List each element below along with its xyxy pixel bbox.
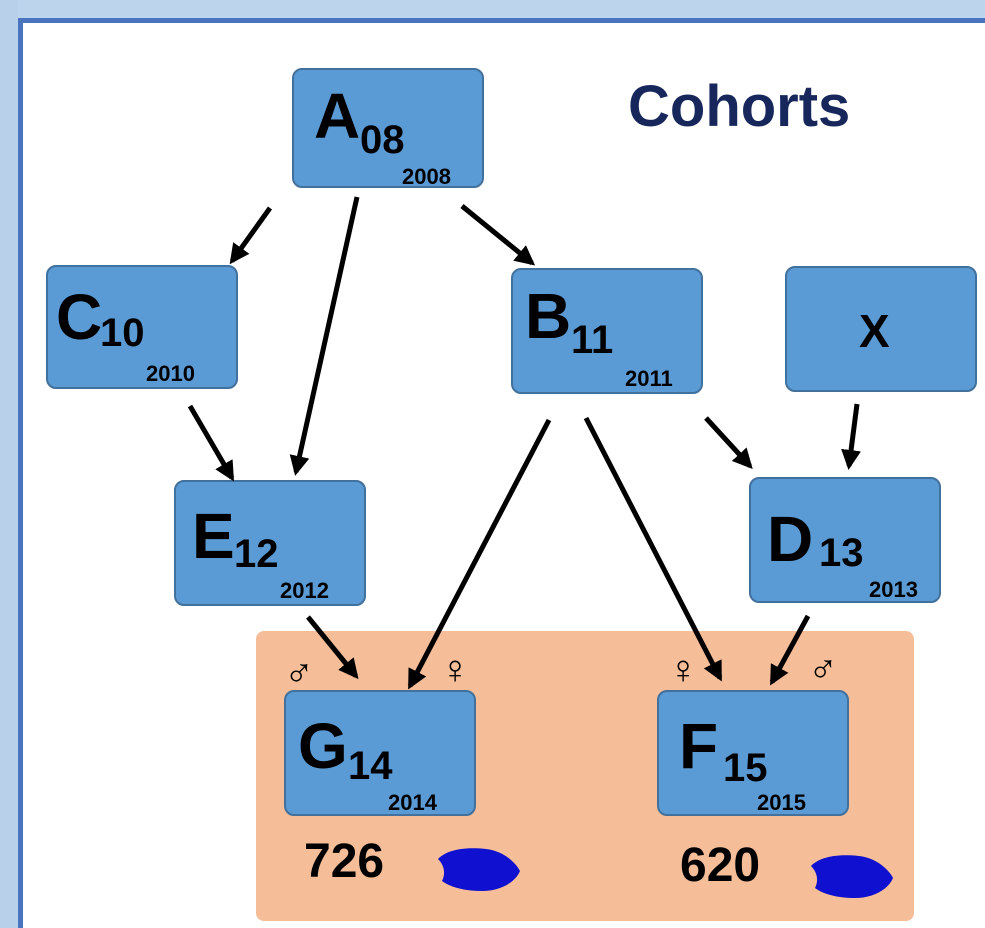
- node-year: 2008: [402, 164, 451, 189]
- edge-c-e: [187, 404, 235, 482]
- cohort-node-x: X: [785, 266, 977, 392]
- edge-a-c: [229, 206, 273, 265]
- cohort-node-b: B 11 2011: [511, 268, 703, 394]
- node-letter: G: [298, 710, 348, 782]
- node-letter: E: [192, 500, 235, 572]
- node-year: 2013: [869, 577, 918, 602]
- cohort-node-f: F 15 2015: [657, 690, 849, 816]
- cohort-node-d: D 13 2013: [749, 477, 941, 603]
- edge-e-g: [306, 615, 359, 680]
- cohort-node-c: C 10 2010: [46, 265, 238, 389]
- node-year: 2010: [146, 361, 195, 386]
- edge-a-e: [289, 196, 360, 476]
- node-subscript: 08: [360, 118, 405, 162]
- node-year: 2015: [757, 790, 806, 815]
- node-subscript: 13: [819, 531, 864, 575]
- node-letter: F: [679, 710, 719, 782]
- male-symbol: ♂: [808, 646, 838, 690]
- edge-x-d: [841, 403, 861, 470]
- node-subscript: 15: [723, 746, 768, 790]
- node-subscript: 14: [348, 744, 393, 788]
- cohort-node-g: G 14 2014: [284, 690, 476, 816]
- background-band-top: [0, 0, 985, 18]
- fish-icon: [811, 855, 893, 898]
- background-band-left: [0, 0, 18, 928]
- count-label-f: 620: [680, 839, 761, 892]
- node-subscript: 10: [100, 311, 145, 355]
- edge-b-f: [583, 416, 723, 682]
- node-subscript: 11: [571, 318, 614, 362]
- node-letter: D: [767, 503, 814, 575]
- node-year: 2012: [280, 578, 329, 603]
- node-letter: X: [859, 305, 890, 357]
- female-symbol: ♀: [440, 648, 470, 692]
- node-year: 2011: [625, 366, 673, 391]
- node-letter: C: [56, 281, 103, 353]
- male-symbol: ♂: [284, 650, 314, 694]
- edge-b-g: [407, 418, 552, 690]
- edge-a-b: [460, 204, 536, 266]
- node-letter: B: [525, 280, 572, 352]
- diagram-title: Cohorts: [628, 74, 851, 139]
- fish-icon: [438, 848, 520, 891]
- count-label-g: 726: [304, 835, 385, 888]
- edge-b-d: [704, 416, 753, 469]
- edge-d-f: [769, 614, 811, 686]
- cohort-node-e: E 12 2012: [174, 480, 366, 606]
- node-year: 2014: [388, 790, 437, 815]
- cohort-node-a: A 08 2008: [292, 68, 484, 188]
- node-subscript: 12: [234, 532, 279, 576]
- female-symbol: ♀: [668, 648, 698, 692]
- node-letter: A: [314, 80, 361, 152]
